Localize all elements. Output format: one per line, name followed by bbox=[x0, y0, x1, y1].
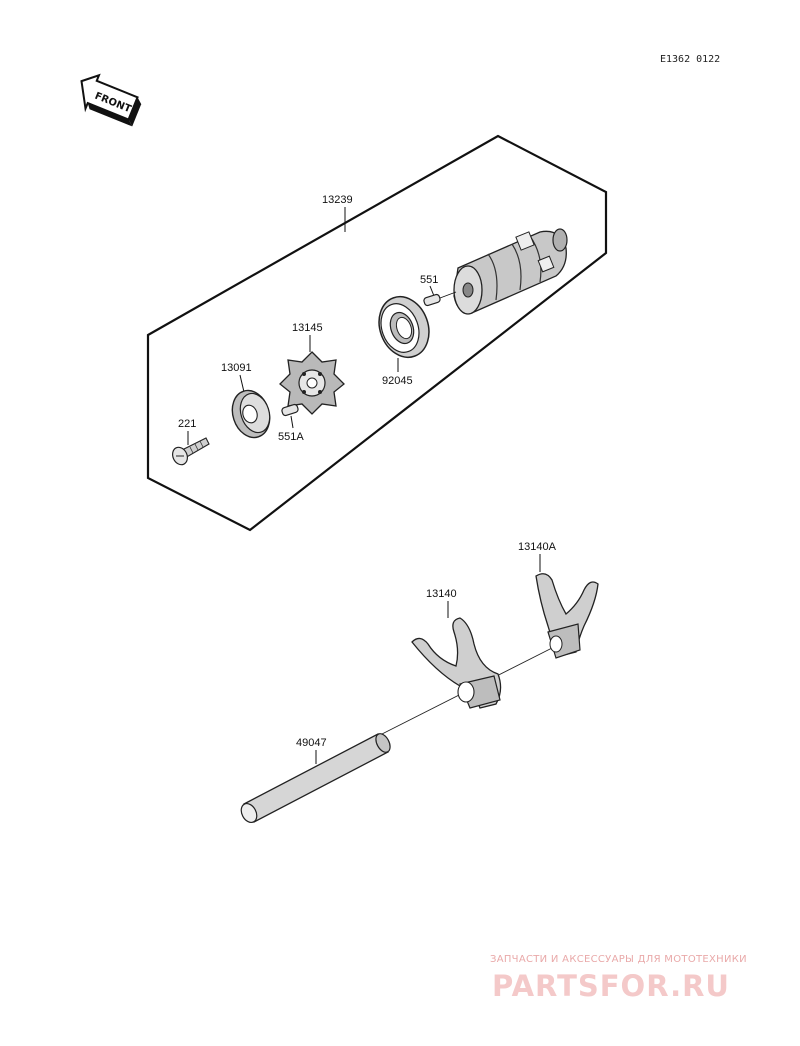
part-label-551: 551 bbox=[420, 274, 438, 286]
part-label-92045: 92045 bbox=[382, 375, 413, 387]
part-label-13145: 13145 bbox=[292, 322, 323, 334]
part-label-13239: 13239 bbox=[322, 194, 353, 206]
shift-fork-13140A bbox=[535, 573, 599, 659]
leader-551A bbox=[290, 415, 294, 429]
drawing-code: E1362 0122 bbox=[660, 54, 720, 65]
shift-fork-13140 bbox=[411, 617, 502, 709]
bearing-92045 bbox=[378, 295, 430, 359]
screw-221 bbox=[172, 437, 210, 466]
part-label-49047: 49047 bbox=[296, 737, 327, 749]
part-label-13091: 13091 bbox=[221, 362, 252, 374]
leader-13091 bbox=[239, 374, 245, 393]
assembly-outline bbox=[146, 134, 608, 532]
leader-551 bbox=[429, 285, 435, 297]
shaft-49047 bbox=[240, 733, 391, 824]
part-label-13140A: 13140A bbox=[518, 541, 557, 553]
part-label-551A: 551A bbox=[278, 431, 304, 443]
watermark: ЗАПЧАСТИ И АКСЕССУАРЫ ДЛЯ МОТОТЕХНИКИ PA… bbox=[490, 954, 747, 1003]
watermark-logo: PARTSFOR.RU bbox=[492, 969, 730, 1003]
watermark-tagline: ЗАПЧАСТИ И АКСЕССУАРЫ ДЛЯ МОТОТЕХНИКИ bbox=[490, 954, 747, 965]
front-arrow-icon: FRONT bbox=[80, 73, 142, 127]
shift-drum bbox=[453, 228, 568, 315]
star-cam-13145 bbox=[279, 351, 345, 415]
part-label-221: 221 bbox=[178, 418, 196, 430]
cam-plate-13091 bbox=[231, 389, 271, 439]
pin-551A bbox=[281, 403, 299, 417]
part-label-13140: 13140 bbox=[426, 588, 457, 600]
pin-551 bbox=[423, 293, 441, 307]
